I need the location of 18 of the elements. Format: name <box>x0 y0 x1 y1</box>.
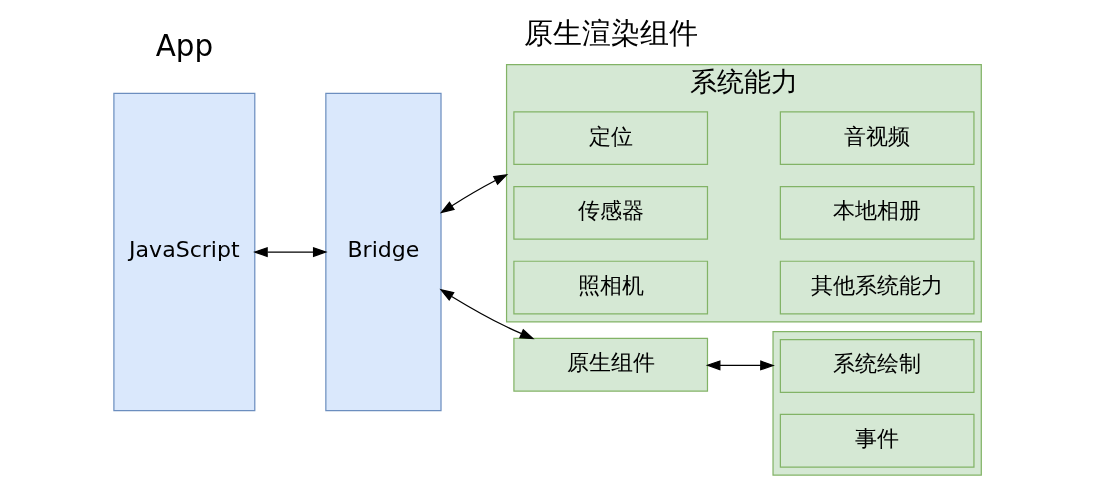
arrow <box>439 174 508 214</box>
node-box: Bridge <box>324 92 442 412</box>
node-box: JavaScript <box>112 92 255 412</box>
arrow <box>252 246 328 258</box>
node-box: 照相机 <box>512 260 708 315</box>
node-box: 定位 <box>512 111 708 166</box>
arrow <box>705 360 775 371</box>
label: App <box>155 29 213 64</box>
node-box: 本地相册 <box>779 185 975 240</box>
arrow <box>438 288 535 340</box>
node-box: 其他系统能力 <box>779 260 975 315</box>
node-box: 音视频 <box>779 111 975 166</box>
node-box: 传感器 <box>512 185 708 240</box>
node-box: 系统绘制 <box>779 339 975 393</box>
node-box: 事件 <box>779 413 975 468</box>
node-box: 原生组件 <box>512 337 708 392</box>
cluster <box>771 331 982 476</box>
label: 原生渲染组件 <box>523 15 698 50</box>
